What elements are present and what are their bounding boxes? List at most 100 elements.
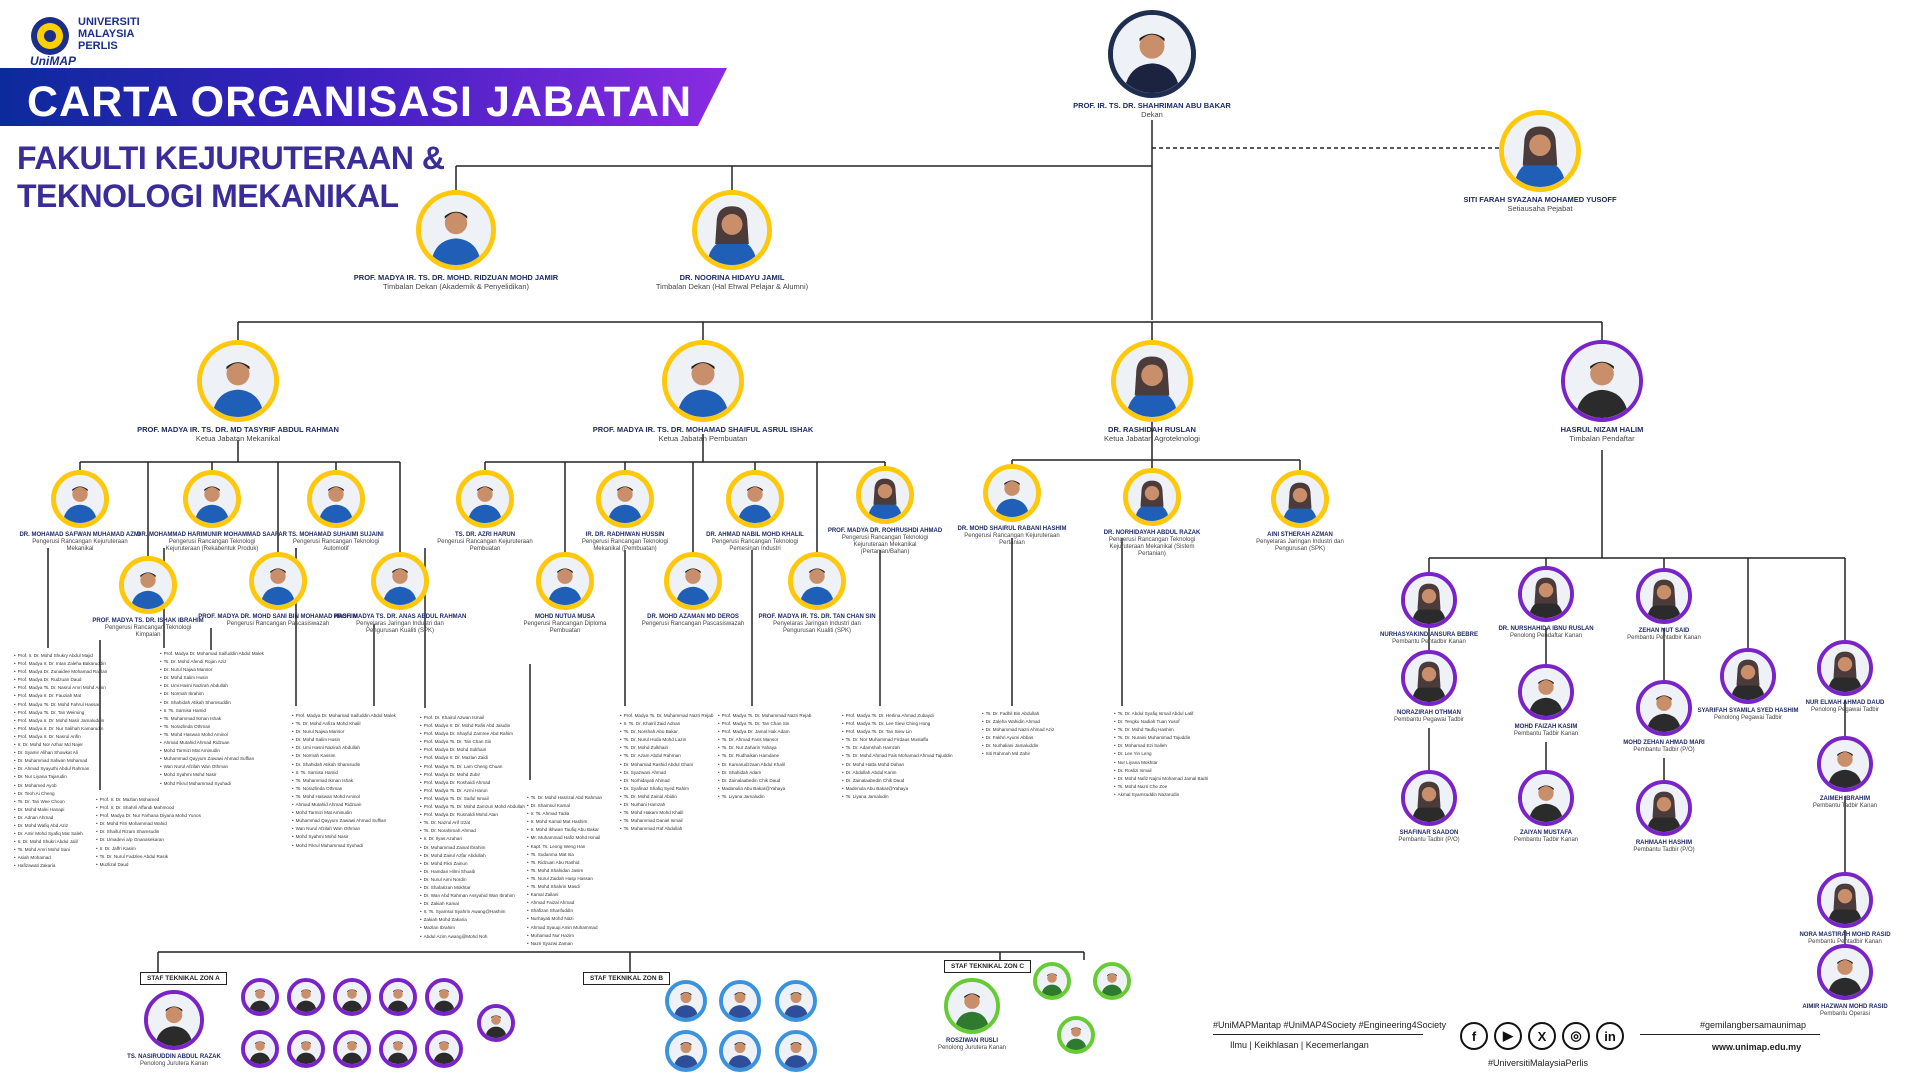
staff-list-item: Akmal Syamsuddin Nazarudin <box>1114 791 1208 799</box>
staff-list-item: Ts. Muhammad Raf Abdullah <box>620 825 713 833</box>
head-1-name: PROF. MADYA IR. TS. DR. MD TASYRIF ABDUL… <box>137 425 339 434</box>
facebook-icon[interactable]: f <box>1460 1022 1488 1050</box>
zone-a-member-11-photo <box>477 1004 515 1042</box>
deputy-academic-name: PROF. MADYA IR. TS. DR. MOHD. RIDZUAN MO… <box>353 273 559 282</box>
faculty-line-2: TEKNOLOGI MEKANIKAL <box>17 178 399 214</box>
staff-list-item: Ir. Ts. Dr. Khairil Zaid Adnan <box>620 720 713 728</box>
coordinator-10-photo <box>664 552 722 610</box>
staff-list-pembuatan-b: Ts. Dr. Mohd Hasrizal Abd RahmanDr. Sham… <box>527 794 603 948</box>
admin-13-name: NORA MASTIRAH MOHD RASID <box>1799 932 1891 938</box>
coordinator-3-photo <box>183 470 241 528</box>
staff-list-item: Prof. Madya Ts. Dr. Lee Siew Ching Hong <box>842 720 953 728</box>
staff-list-item: Dr. Umadevi a/p Gnanasekaran <box>96 836 201 844</box>
staff-list-item: Prof. Dr. Khairul Azwan Ismail <box>420 714 525 722</box>
staff-list-item: Madanulia Abu Bakar@Yahaya <box>718 785 811 793</box>
staff-list-item: Shafizan Sharifuddin <box>527 907 602 915</box>
linkedin-icon[interactable]: in <box>1596 1022 1624 1050</box>
staff-list-item: Dr. Kamarudzzaan Abdul Khalil <box>718 761 811 769</box>
staff-list-item: Ts. Dr. Mohd Afendi Rojan Aziz <box>160 658 264 666</box>
staff-list-item: Ts. Mohd Haswan Mohd Aminol <box>292 793 396 801</box>
coordinator-8-role: Pengerusi Rancangan Diploma Pembuatan <box>523 621 607 634</box>
admin-4-name: NORAZIRAH OTHMAN <box>1397 710 1461 716</box>
staff-list-item: Prof. Madya Dr. Mohd Sukhairi <box>420 746 525 754</box>
zone-c-member-1-photo <box>1033 962 1071 1000</box>
coordinator-16-photo <box>1271 470 1329 528</box>
staff-list-item: Prof. Madya Dr. Shayful Zamree Abd Rahim <box>420 730 525 738</box>
coordinator-13-role: Pengerusi Rancangan Teknologi Kejurutera… <box>841 535 929 555</box>
staff-list-item: Mohd Fikrul Muhammad Syuhadi <box>292 842 396 850</box>
staff-list-item: Dr. Adnan Ahmad <box>14 814 107 822</box>
staff-list-item: Ts. Dr. Rudhaikan Hamdane <box>718 752 811 760</box>
staff-list-item: Ir. Ts. Sarnisa Hamid <box>160 707 264 715</box>
coordinator-12-photo <box>788 552 846 610</box>
admin-13-role: Pembantu Pentadbir Kanan <box>1808 939 1882 945</box>
staff-list-item: Wan Nurul Afzilah Wan Othman <box>160 763 264 771</box>
staff-list-item: Hafizawati Zakaria <box>14 862 107 870</box>
instagram-icon[interactable]: ◎ <box>1562 1022 1590 1050</box>
coordinator-7-photo <box>456 470 514 528</box>
admin-9-name: SHAFINAR SAADON <box>1399 830 1459 836</box>
admin-9-photo <box>1401 770 1457 826</box>
staff-list-item: Dr. Nur Liyana Tajarudin <box>14 773 107 781</box>
zone-a-member-8-photo <box>333 1030 371 1068</box>
staff-list-item: Ts. Mohd Nazri Che Zoe <box>1114 783 1208 791</box>
staff-list-item: Dr. Zaleha Wahidin Ahmad <box>982 718 1054 726</box>
staff-list-item: Dr. Zainalaabedin Chik Daud <box>842 777 953 785</box>
staff-list-item: Dr. Nurul Najwa Mansor <box>292 728 396 736</box>
head-4-photo <box>1561 340 1643 422</box>
staff-list-item: Dr. Normah Kassim <box>292 752 396 760</box>
staff-list-item: Ts. Liyana Jamaludin <box>842 793 953 801</box>
staff-list-item: Dr. Mohd Hatta Mohd Dahan <box>842 761 953 769</box>
coordinator-6-name: PROF. MADYA TS. DR. ANAS ABDUL RAHMAN <box>333 614 467 620</box>
zone-a-member-1-photo <box>241 978 279 1016</box>
admin-2-role: Penolong Pendaftar Kanan <box>1509 633 1583 639</box>
staff-list-item: Dr. Mohd Salim Husin <box>160 674 264 682</box>
staff-list-item: Prof. Madya Ir. Dr. Nur Salihah Kamarudi… <box>14 725 107 733</box>
admin-3-name: ZEHAN NUT SAID <box>1638 628 1690 634</box>
head-1-photo <box>197 340 279 422</box>
admin-3-photo <box>1636 568 1692 624</box>
staff-list-item: Dr. Zainalaabedin Chik Daud <box>718 777 811 785</box>
staff-list-item: Ts. Dr. Adamshah Hamzah <box>842 744 953 752</box>
staff-list-item: Ts. Dr. Mohd Zulkhairi <box>620 744 713 752</box>
zone-c-lead-role: Penolong Jurutera Kanan <box>937 1045 1007 1051</box>
staff-list-item: Dr. Hamdan Hilmi Shuaib <box>420 868 525 876</box>
staff-list-item: Prof. Madya Dr. Nur Farhana Diyana Mohd … <box>96 812 201 820</box>
staff-list-item: Dr. Umi Hasni Nazirah Abdullah <box>292 744 396 752</box>
coordinator-16-role: Penyelaras Jaringan Industri dan Penguru… <box>1256 539 1344 552</box>
footer-url: www.unimap.edu.my <box>1712 1042 1802 1052</box>
staff-list-item: Dr. Mohd Fitri Mohammad Wahid <box>96 820 201 828</box>
coordinator-2-role: Pengerusi Rancangan Teknologi Kimpalan <box>104 625 192 638</box>
staff-list-item: Nurhayati Mohd Nazi <box>527 915 602 923</box>
staff-list-item: Dr. Mohd Nafiz Najmi Mohamad Jamal Badri <box>1114 775 1209 783</box>
coordinator-5-photo <box>307 470 365 528</box>
staff-list-item: Muhammad Qayyum Zawawi Ahmad Suffian <box>160 755 264 763</box>
staff-list-item: Ts. Nurul Zaidah Hasp Hassan <box>527 875 602 883</box>
deputy-student-role: Timbalan Dekan (Hal Ehwal Pelajar & Alum… <box>655 282 809 291</box>
staff-list-item: Ts. Norazlinda Othman <box>160 723 264 731</box>
staff-list-mekanikal-b: Prof. Ir. Dr. Mazlan MohamedProf. Ir. Dr… <box>96 796 201 869</box>
footer-rule-right <box>1640 1034 1820 1035</box>
admin-2-photo <box>1518 566 1574 622</box>
logo-line2: MALAYSIA <box>78 28 135 40</box>
staff-list-item: Ahmad Mutahid Ahmad Ridzuan <box>292 801 396 809</box>
staff-list-item: Mazlan Ibrahim <box>420 924 525 932</box>
staff-list-item: Mohd Tarmizi Mat Aminudin <box>160 747 264 755</box>
coordinator-13-photo <box>856 466 914 524</box>
staff-list-item: Dr. Mohd Wafiq Abd Aziz <box>14 822 107 830</box>
zone-a-member-3-photo <box>333 978 371 1016</box>
staff-list-pembuatan-d: Prof. Madya Ts. Dr. Muhammad Nazri Rejab… <box>718 712 812 801</box>
staff-list-item: Ir. Dr. Ilyas Azahari <box>420 835 525 843</box>
zone-b-member-1-photo <box>665 980 707 1022</box>
coordinator-3-name: DR. MOHAMMAD HARIMUNIR MOHAMMAD SAAFAR <box>137 532 287 538</box>
staff-list-item: Ir. Mohd Ikhwan Taufiq Abu Bakar <box>527 826 602 834</box>
x-icon[interactable]: X <box>1528 1022 1556 1050</box>
youtube-icon[interactable]: ▶ <box>1494 1022 1522 1050</box>
admin-5-role: Pembantu Tadbir Kanan <box>1513 731 1579 737</box>
coordinator-16-name: AINI STHERAH AZMAN <box>1267 532 1333 538</box>
admin-5-name: MOHD FAIZAH KASIM <box>1514 724 1578 730</box>
title-banner <box>0 68 727 126</box>
zone-b-member-6-photo <box>775 1030 817 1072</box>
staff-list-item: Dr. Muhammad Safwan Mohamad <box>14 757 107 765</box>
zone-b-member-2-photo <box>719 980 761 1022</box>
